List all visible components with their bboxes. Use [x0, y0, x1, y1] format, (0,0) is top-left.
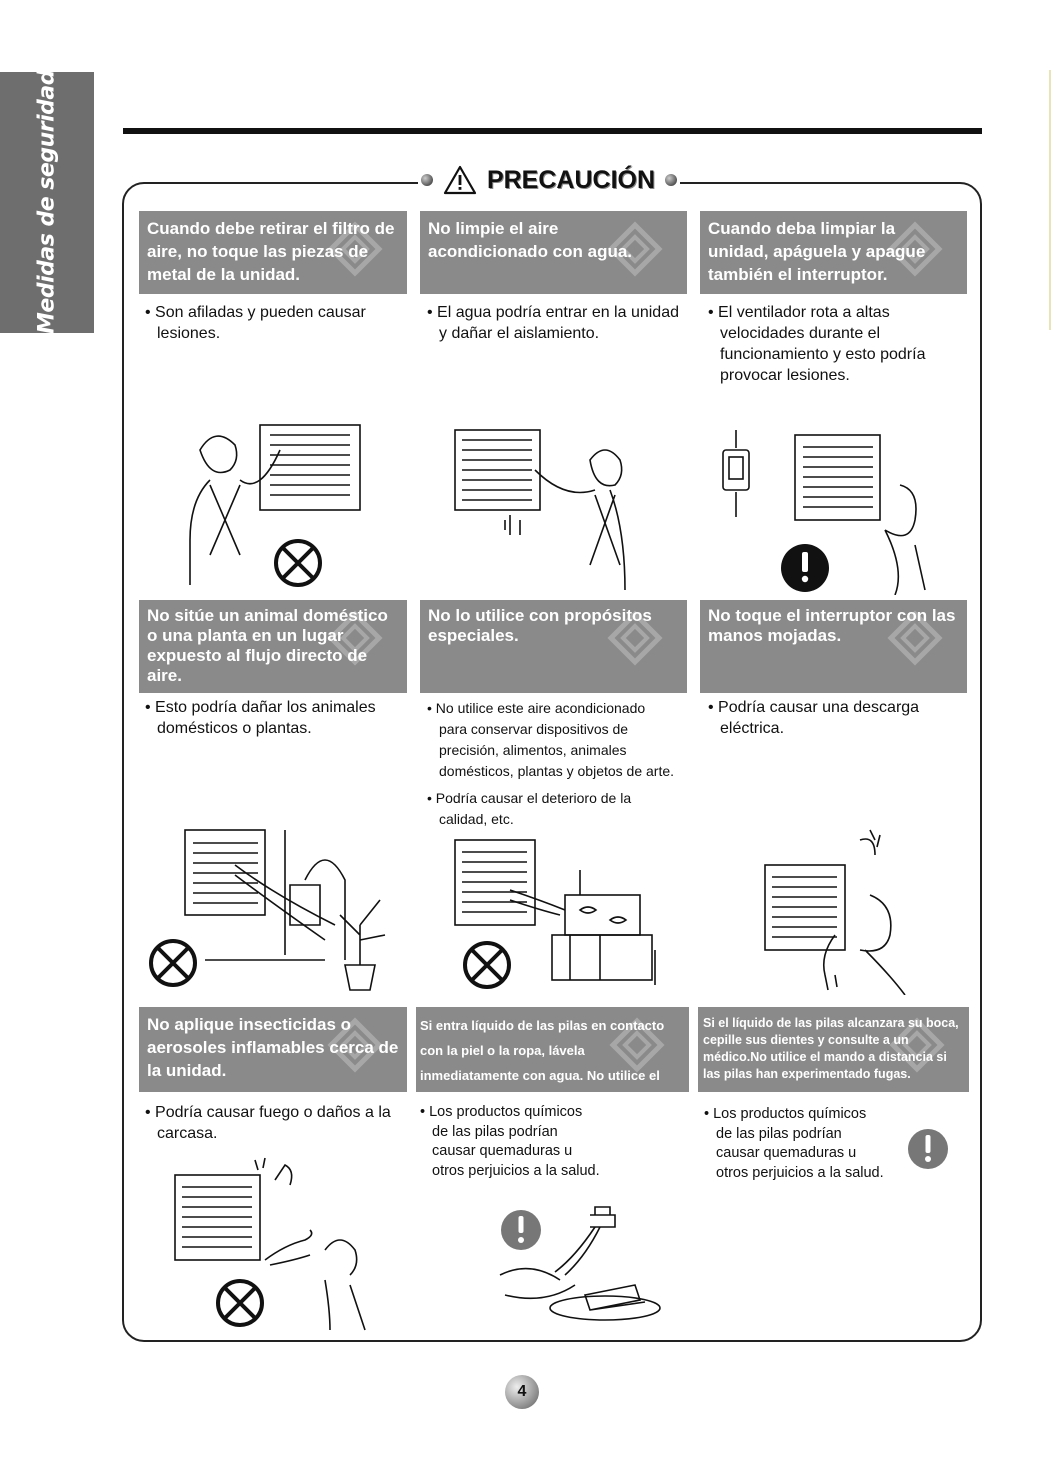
watermark-swirl-icon: [327, 610, 383, 666]
bullet-text: • No utilice este aire acondicionado par…: [427, 700, 675, 779]
battery-washing-illustration: [499, 1206, 661, 1321]
section-body-9: • Los productos químicos de las pilas po…: [704, 1105, 884, 1189]
section-title: Si el líquido de las pilas alcanzara su …: [703, 1016, 959, 1081]
watermark-swirl-icon: [327, 221, 383, 277]
section-header-2: No limpie el aire acondicionado con agua…: [420, 211, 687, 294]
pet-plant-illustration: [149, 829, 386, 991]
bullet-dot-icon: [665, 174, 678, 186]
mandatory-exclamation-icon: [781, 544, 829, 592]
section-title: No toque el interruptor con las manos mo…: [708, 606, 956, 645]
section-body-7: • Podría causar fuego o daños a la carca…: [145, 1102, 400, 1150]
section-header-3: Cuando deba limpiar la unidad, apáguela …: [700, 211, 967, 294]
mandatory-exclamation-icon: [908, 1129, 948, 1169]
prohibited-icon: [149, 939, 197, 987]
prohibited-icon: [216, 1279, 264, 1327]
section-title: No lo utilice con propósitos especiales.: [428, 606, 652, 645]
bullet-text: • Los productos químicos de las pilas po…: [420, 1104, 600, 1179]
bullet-dot-icon: [420, 174, 433, 186]
page-number: 4: [505, 1375, 539, 1409]
water-cleaning-illustration: [454, 429, 626, 591]
section-title: Si entra líquido de las pilas en contact…: [420, 1018, 665, 1083]
watermark-swirl-icon: [889, 1017, 945, 1073]
section-title: No aplique insecticidas o aerosoles infl…: [147, 1015, 399, 1080]
side-tab-title: Medidas de seguridad: [34, 70, 60, 334]
prohibited-icon: [463, 941, 511, 989]
watermark-swirl-icon: [609, 1017, 665, 1073]
section-header-9: Si el líquido de las pilas alcanzara su …: [698, 1007, 969, 1092]
watermark-swirl-icon: [887, 221, 943, 277]
section-header-4: No sitúe un animal doméstico o una plant…: [139, 600, 407, 693]
bullet-text: • Podría causar el deterioro de la calid…: [427, 790, 632, 827]
bullet-text: • Podría causar una descarga eléctrica.: [708, 699, 920, 737]
insecticide-illustration: [174, 1157, 366, 1331]
watermark-swirl-icon: [607, 221, 663, 277]
bullet-text: • Son afiladas y pueden causar lesiones.: [145, 304, 366, 342]
bullet-text: • El agua podría entrar en la unidad y d…: [427, 304, 679, 342]
section-title: Cuando deba limpiar la unidad, apáguela …: [708, 219, 926, 284]
caution-heading: PRECAUCIÓN: [418, 160, 680, 200]
watermark-swirl-icon: [327, 1017, 383, 1073]
switch-off-illustration: [722, 430, 926, 595]
watermark-swirl-icon: [607, 610, 663, 666]
section-body-4: • Esto podría dañar los animales domésti…: [145, 697, 400, 745]
warning-triangle-icon: [443, 165, 477, 195]
section-title: No limpie el aire acondicionado con agua…: [428, 219, 633, 261]
bullet-text: • El ventilador rota a altas velocidades…: [708, 304, 926, 384]
section-title: No sitúe un animal doméstico o una plant…: [147, 606, 388, 685]
section-header-5: No lo utilice con propósitos especiales.: [420, 600, 687, 693]
bullet-text: • Podría causar fuego o daños a la carca…: [145, 1104, 391, 1142]
section-body-3: • El ventilador rota a altas velocidades…: [708, 302, 948, 392]
caution-title: PRECAUCIÓN: [486, 165, 656, 194]
section-header-8: Si entra líquido de las pilas en contact…: [416, 1007, 689, 1092]
section-side-tab: Medidas de seguridad: [0, 70, 94, 334]
section-body-5: • No utilice este aire acondicionado par…: [427, 698, 677, 836]
top-rule: [123, 128, 982, 134]
section-body-2: • El agua podría entrar en la unidad y d…: [427, 302, 682, 350]
bullet-text: • Esto podría dañar los animales domésti…: [145, 699, 376, 737]
wet-hands-switch-illustration: [764, 829, 906, 995]
section-header-7: No aplique insecticidas o aerosoles infl…: [139, 1007, 407, 1092]
prohibited-icon: [274, 539, 322, 587]
section-title: Cuando debe retirar el filtro de aire, n…: [147, 219, 395, 284]
section-header-1: Cuando debe retirar el filtro de aire, n…: [139, 211, 407, 294]
bullet-text: • Los productos químicos de las pilas po…: [704, 1106, 884, 1181]
mandatory-exclamation-icon: [501, 1210, 541, 1250]
section-header-6: No toque el interruptor con las manos mo…: [700, 600, 967, 693]
section-body-1: • Son afiladas y pueden causar lesiones.: [145, 302, 400, 350]
page-edge-line: [1049, 70, 1051, 330]
section-body-8: • Los productos químicos de las pilas po…: [420, 1103, 600, 1187]
special-purpose-illustration: [454, 839, 656, 989]
filter-removal-illustration: [189, 424, 361, 587]
watermark-swirl-icon: [887, 610, 943, 666]
section-body-6: • Podría causar una descarga eléctrica.: [708, 697, 948, 745]
